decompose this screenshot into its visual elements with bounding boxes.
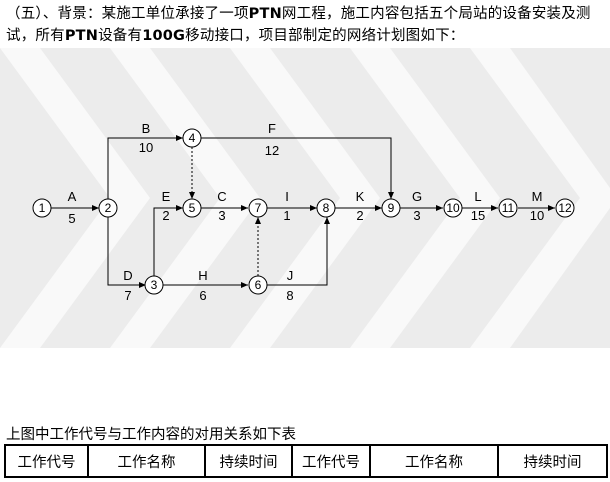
activity-c-duration: 3 [218, 208, 225, 223]
svg-text:3: 3 [151, 278, 158, 292]
svg-text:7: 7 [255, 201, 262, 215]
edge-f [200, 137, 394, 199]
watermark-background [0, 48, 610, 418]
header-duration-2: 持续时间 [497, 444, 608, 478]
intro-mid1: 网工程，施工内容包括五个局站的设备安装及测试，所有 [6, 6, 591, 44]
intro-term-ptn-2: PTN [64, 28, 99, 44]
node-4: 4 [182, 128, 202, 148]
activity-e-code: E [162, 189, 171, 204]
svg-text:1: 1 [39, 201, 46, 215]
activity-a-duration: 5 [68, 211, 75, 226]
edge-b [107, 135, 183, 199]
activity-m-code: M [532, 189, 543, 204]
intro-term-ptn: PTN [248, 6, 282, 22]
network-plan-diagram: 1 2 3 4 5 6 7 8 9 10 11 12 A 5 B 10 D 7 … [32, 121, 575, 303]
activity-l-duration: 15 [471, 208, 485, 223]
svg-text:6: 6 [255, 278, 262, 292]
activity-g-code: G [412, 189, 422, 204]
node-3: 3 [144, 275, 164, 295]
activity-d-code: D [123, 268, 132, 283]
node-12: 12 [555, 198, 575, 218]
activity-f-duration: 12 [265, 143, 279, 158]
work-relation-table: 工作代号 工作名称 持续时间 工作代号 工作名称 持续时间 [4, 444, 608, 478]
activity-c-code: C [217, 189, 226, 204]
activity-k-code: K [356, 189, 365, 204]
svg-text:12: 12 [558, 201, 572, 215]
svg-text:9: 9 [388, 201, 395, 215]
header-work-code-2: 工作代号 [291, 444, 371, 478]
node-5: 5 [182, 198, 202, 218]
node-8: 8 [316, 198, 336, 218]
intro-mid2: 设备有 [98, 28, 143, 44]
node-7: 7 [248, 198, 268, 218]
edge-e [153, 205, 183, 276]
watermark-chevrons [0, 48, 610, 418]
activity-m-duration: 10 [530, 208, 544, 223]
svg-text:2: 2 [105, 201, 112, 215]
svg-text:10: 10 [446, 201, 460, 215]
activity-h-code: H [198, 268, 207, 283]
node-9: 9 [381, 198, 401, 218]
activity-l-code: L [474, 189, 481, 204]
edge-d [107, 217, 146, 288]
node-11: 11 [498, 198, 518, 218]
background-paragraph: （五）、背景：某施工单位承接了一项PTN网工程，施工内容包括五个局站的设备安装及… [6, 3, 606, 47]
node-2: 2 [98, 198, 118, 218]
table-caption: 上图中工作代号与工作内容的对用关系如下表 [6, 427, 296, 443]
svg-text:8: 8 [323, 201, 330, 215]
header-work-code: 工作代号 [4, 444, 89, 478]
header-duration: 持续时间 [204, 444, 293, 478]
table-header-row: 工作代号 工作名称 持续时间 工作代号 工作名称 持续时间 [4, 444, 608, 478]
intro-suffix: 移动接口，项目部制定的网络计划图如下： [185, 28, 465, 44]
node-10: 10 [443, 198, 463, 218]
svg-text:4: 4 [189, 131, 196, 145]
activity-i-duration: 1 [283, 208, 290, 223]
svg-text:11: 11 [502, 201, 515, 215]
intro-term-100g: 100G [142, 28, 186, 44]
activity-g-duration: 3 [413, 208, 420, 223]
header-work-name-2: 工作名称 [369, 444, 499, 478]
edge-j [267, 217, 330, 286]
activity-f-code: F [268, 121, 276, 136]
activity-j-duration: 8 [286, 288, 293, 303]
activity-i-code: I [285, 189, 289, 204]
activity-d-duration: 7 [124, 288, 131, 303]
activity-a-code: A [68, 189, 77, 204]
activity-e-duration: 2 [162, 208, 169, 223]
header-work-name: 工作名称 [87, 444, 206, 478]
node-6: 6 [248, 275, 268, 295]
intro-prefix: （五）、背景：某施工单位承接了一项 [6, 6, 249, 22]
node-1: 1 [32, 198, 52, 218]
activity-j-code: J [287, 268, 294, 283]
activity-b-code: B [142, 121, 151, 136]
activity-h-duration: 6 [199, 288, 206, 303]
activity-k-duration: 2 [356, 208, 363, 223]
svg-text:5: 5 [189, 201, 196, 215]
activity-b-duration: 10 [139, 140, 153, 155]
